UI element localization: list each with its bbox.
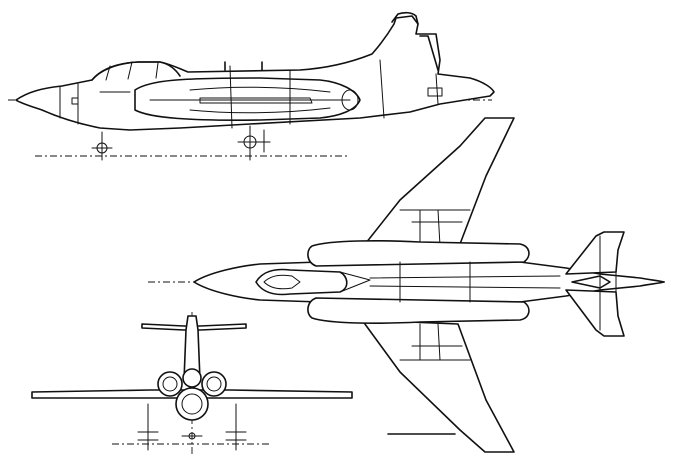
- plan-engine-upper: [307, 240, 530, 267]
- front-view: [31, 312, 353, 455]
- plan-engine-lower: [307, 297, 530, 324]
- side-engine-nacelle: [134, 77, 361, 121]
- plan-wing-upper: [361, 117, 515, 249]
- plan-wing-lower: [361, 319, 515, 453]
- front-landing-gear: [137, 403, 247, 451]
- side-nose-gear: [91, 131, 113, 161]
- plan-view: [148, 117, 668, 453]
- side-canopy: [91, 61, 181, 81]
- side-main-gear: [237, 125, 271, 161]
- plan-tailplane-upper: [565, 231, 625, 275]
- front-fuselage: [157, 368, 227, 421]
- plan-cockpit: [255, 268, 348, 296]
- side-view: [8, 11, 495, 161]
- side-tailplane: [391, 11, 419, 25]
- plan-tailplane-lower: [565, 289, 625, 337]
